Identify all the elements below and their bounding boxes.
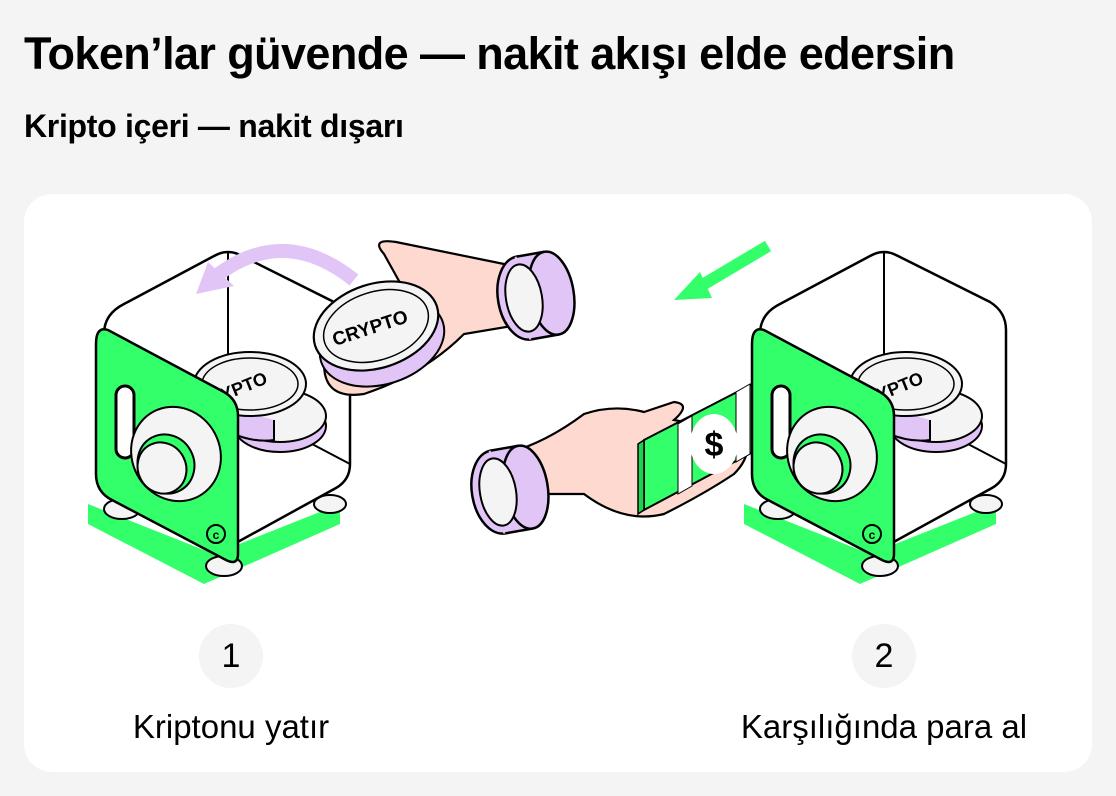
page-title: Token’lar güvende — nakit akışı elde ede… — [24, 28, 955, 79]
step-number-badge: 1 — [199, 624, 263, 688]
step-label: Kriptonu yatır — [132, 708, 330, 745]
safe-2-icon — [742, 250, 1008, 586]
hand-coin-icon: CRYPTO — [312, 240, 582, 396]
step-2: 2 Karşılığında para al — [734, 624, 1034, 746]
step-label: Karşılığında para al — [740, 708, 1028, 745]
step-1: 1 Kriptonu yatır — [81, 624, 381, 746]
crypto-to-cash-illustration: YPTO c — [86, 240, 1008, 586]
safe-1-icon — [86, 250, 352, 586]
curved-arrow-icon — [211, 244, 359, 286]
step-number-badge: 2 — [852, 624, 916, 688]
green-arrow-icon — [674, 240, 772, 300]
steps-card: YPTO c — [24, 194, 1092, 772]
hand-cash-icon: $ — [463, 374, 769, 540]
svg-text:$: $ — [705, 426, 724, 464]
page-subtitle: Kripto içeri — nakit dışarı — [24, 108, 404, 144]
